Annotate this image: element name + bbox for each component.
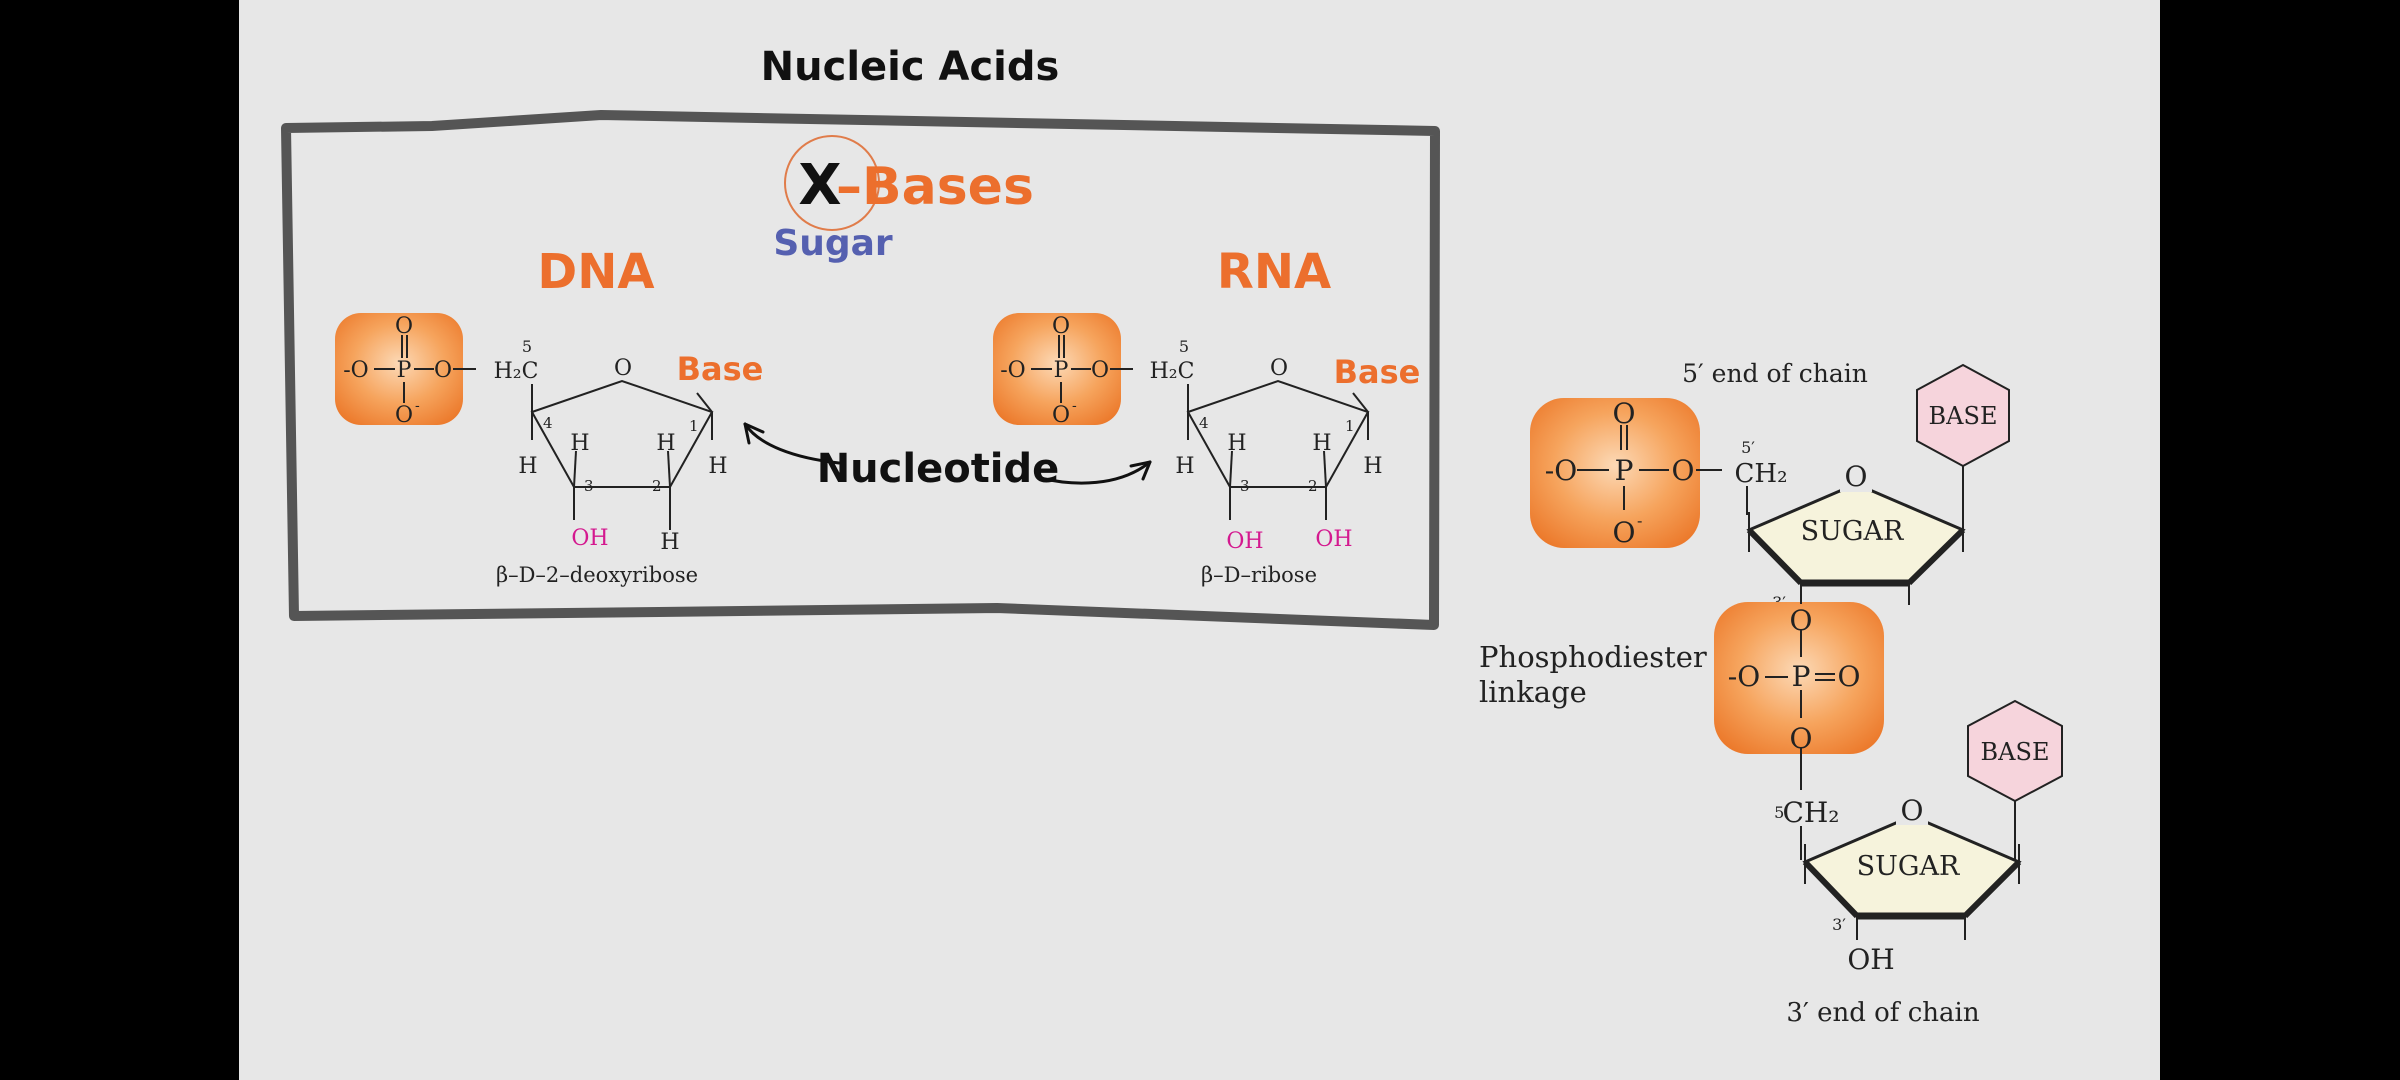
dna-phosphate-group: O -O P O O - [335, 313, 476, 428]
sugar-label-bottom: SUGAR [1857, 851, 1960, 882]
rna-phosphate-group: O -O P O O - [993, 313, 1133, 428]
dna-c4: 4 [543, 414, 553, 432]
phosphate-p: P [397, 358, 412, 383]
rna-h-c2-up: H [1312, 431, 1331, 456]
five-prime-end-label: 5′ end of chain [1682, 359, 1868, 388]
dna-h-c1-out: H [708, 454, 727, 479]
phosphate-o-bottom: O [1052, 403, 1070, 428]
phosphate-o-bottom-charge: - [1072, 398, 1077, 414]
rna-h-c3-up: H [1227, 431, 1246, 456]
phosphate-p: P [1054, 358, 1069, 383]
ch2-bottom: CH₂ [1782, 796, 1839, 829]
dna-c3: 3 [584, 477, 594, 495]
nucleotide-arrows [743, 422, 1152, 485]
phosphate-p: P [1615, 454, 1634, 487]
phosphate-o-top: O [1052, 314, 1070, 339]
phosphate-o-right: O [1672, 454, 1695, 487]
sugar-ring-o-top: O [1845, 460, 1868, 493]
phosphate-o-right: O [1091, 358, 1109, 383]
phosphate-box [335, 313, 463, 425]
phosphate-o-bottom-charge: - [1637, 511, 1642, 530]
phosphate-o-bottom: O [395, 403, 413, 428]
linkage-phosphate-box [1714, 602, 1884, 754]
phosphate-o-right: O [434, 358, 452, 383]
linkage-o-bottom: O [1790, 722, 1813, 755]
dna-h2c: H₂C [494, 359, 539, 384]
dna-heading: DNA [537, 244, 654, 300]
rna-c2: 2 [1308, 477, 1318, 495]
x-circle-annotation [784, 135, 880, 231]
phosphate-o-minus: -O [1000, 358, 1025, 383]
dna-oh: OH [571, 526, 608, 551]
nucleotide-label: Nucleotide [817, 446, 1060, 492]
phosphate-o-minus: -O [343, 358, 368, 383]
linkage-p: P [1792, 660, 1811, 693]
dna-c5-label: 5 [522, 337, 532, 356]
sugar-note: Sugar [773, 223, 893, 264]
polynucleotide-chain: 5′ end of chain O -O P O O - BASE 5′ CH₂… [1479, 359, 2063, 1028]
rna-c5-label: 5 [1179, 337, 1189, 356]
phosphodiester-label-line1: Phosphodiester [1479, 640, 1707, 674]
rna-base: Base [1334, 353, 1421, 391]
three-prime-label-b: 3′ [1832, 915, 1846, 934]
rna-sugar: 5 H₂C O Base 4 1 3 2 H H H H OH OH β–D–r… [1150, 337, 1421, 587]
dna-sugar-name: β–D–2–deoxyribose [496, 563, 698, 587]
rna-h2c: H₂C [1150, 359, 1195, 384]
phosphate-o-top: O [395, 314, 413, 339]
phosphate-box [1530, 398, 1700, 548]
five-prime-label-b: 5′ [1774, 803, 1788, 822]
dna-c1: 1 [689, 417, 699, 435]
phosphate-o-minus: -O [1545, 454, 1577, 487]
rna-oh-2: OH [1315, 527, 1352, 552]
sugar-ring-o-bottom: O [1901, 794, 1924, 827]
dna-c2: 2 [652, 477, 662, 495]
phosphate-o-bottom-charge: - [415, 398, 420, 414]
five-prime-label: 5′ [1741, 438, 1755, 457]
dna-base: Base [677, 350, 764, 388]
rna-oh-3: OH [1226, 529, 1263, 554]
rna-sugar-name: β–D–ribose [1201, 563, 1317, 587]
dna-ring-o: O [614, 356, 632, 381]
oh-bottom: OH [1847, 943, 1894, 976]
rna-h-c4-out: H [1175, 454, 1194, 479]
phosphate-o-bottom: O [1613, 516, 1636, 549]
rna-ring-o: O [1270, 356, 1288, 381]
nucleic-acids-diagram: Nucleic Acids X –Bases Sugar DNA RNA O -… [281, 44, 2063, 1028]
dna-h-c4-out: H [518, 454, 537, 479]
linkage-o-double: O [1838, 660, 1861, 693]
sugar-label-top: SUGAR [1801, 516, 1904, 547]
rna-c3: 3 [1240, 477, 1250, 495]
phosphodiester-label-line2: linkage [1479, 675, 1587, 709]
linkage-o-top: O [1790, 604, 1813, 637]
three-prime-end-label: 3′ end of chain [1786, 998, 1979, 1028]
base-bottom-label: BASE [1981, 738, 2050, 766]
dna-sugar: 5 H₂C O Base 4 1 3 2 H H H H OH H β–D–2–… [494, 337, 764, 587]
page-title: Nucleic Acids [761, 44, 1060, 90]
dna-rna-frame [281, 110, 1440, 630]
linkage-o-minus: -O [1728, 660, 1760, 693]
rna-c1: 1 [1345, 417, 1355, 435]
rna-c4: 4 [1199, 414, 1209, 432]
x-letter: X [798, 153, 841, 218]
phosphate-o-top: O [1613, 397, 1636, 430]
ch2-top: CH₂ [1735, 459, 1788, 489]
phosphate-box [993, 313, 1121, 425]
whiteboard: Nucleic Acids X –Bases Sugar DNA RNA O -… [239, 0, 2160, 1080]
dna-h-c3-up: H [570, 431, 589, 456]
bases-note: –Bases [836, 157, 1034, 217]
rna-heading: RNA [1217, 244, 1331, 300]
base-top-label: BASE [1929, 402, 1998, 430]
rna-h-c1-out: H [1363, 454, 1382, 479]
dna-h-c2-down: H [660, 530, 679, 555]
dna-h-c2-up: H [656, 431, 675, 456]
